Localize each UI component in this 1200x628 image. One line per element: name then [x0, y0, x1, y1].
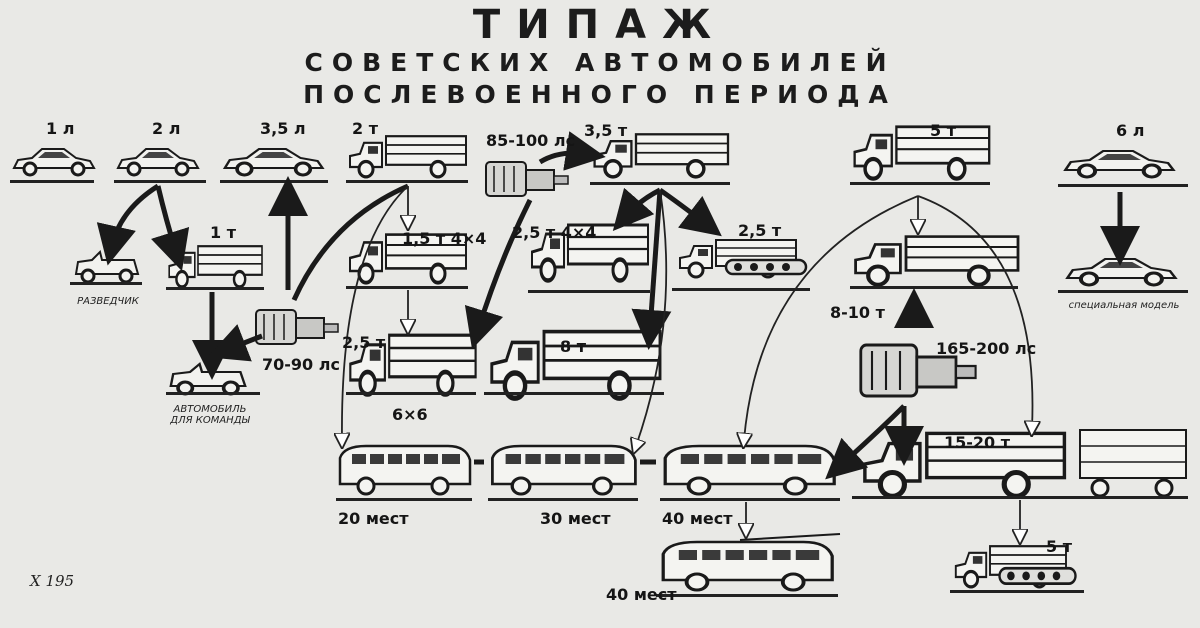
ground-line: [850, 182, 990, 185]
label-trolleybus-40: 40 мест: [606, 585, 677, 604]
title-main: ТИПАЖ: [472, 2, 728, 48]
note-command-car-line2: ДЛЯ КОМАНДЫ: [170, 415, 250, 426]
engine-70-90: [255, 309, 339, 345]
ground-line: [528, 290, 650, 293]
label-halftrack-5t: 5 т: [1046, 537, 1073, 556]
ground-line: [166, 392, 260, 395]
label-truck-1-5t-4x4: 1,5 т 4×4: [402, 229, 486, 248]
label-truck-1t: 1 т: [210, 223, 237, 242]
note-scout: РАЗВЕДЧИК: [77, 296, 139, 307]
ground-line: [1058, 184, 1188, 187]
label-truck-2t: 2 т: [352, 119, 379, 138]
label-engine-165-200: 165-200 лс: [936, 339, 1036, 358]
label-truck-3-5t: 3,5 т: [584, 121, 628, 140]
truck-3-5t: [592, 132, 730, 179]
ground-line: [10, 180, 94, 183]
car-special-model: [1067, 259, 1175, 285]
ground-line: [114, 180, 206, 183]
ground-line: [660, 498, 840, 501]
corner-mark: Х 195: [30, 572, 75, 590]
ground-line: [220, 180, 328, 183]
truck-5t: [855, 127, 990, 179]
truck-1t: [167, 244, 264, 289]
label-bus-30: 30 мест: [540, 509, 611, 528]
trolleybus-40: [661, 540, 835, 592]
truck-2t: [348, 134, 468, 179]
label-car-1l: 1 л: [46, 119, 74, 138]
jeep-scout: [74, 250, 140, 284]
ground-line: [346, 286, 468, 289]
label-car-3-5l: 3,5 л: [260, 119, 306, 138]
ground-line: [590, 182, 730, 185]
ground-line: [950, 590, 1084, 593]
ground-line: [336, 498, 472, 501]
note-command-car-line1: АВТОМОБИЛЬ: [173, 404, 247, 415]
bus-30: [490, 444, 638, 496]
label-halftrack-2-5t: 2,5 т: [738, 221, 782, 240]
label-car-2l: 2 л: [152, 119, 180, 138]
label-bus-20: 20 мест: [338, 509, 409, 528]
truck-8-10t: [856, 237, 1018, 285]
label-6x6: 6×6: [392, 405, 428, 424]
halftrack-2-5t: [678, 238, 808, 279]
label-tractor-8t: 8 т: [560, 337, 587, 356]
car-2l: [116, 147, 200, 177]
engine-85-100: [485, 161, 569, 197]
label-bus-40: 40 мест: [662, 509, 733, 528]
bus-40: [663, 444, 837, 496]
label-truck-15-20t: 15-20 т: [944, 433, 1011, 452]
connector-arrows: [96, 131, 1140, 480]
bus-20: [338, 444, 472, 496]
ground-line: [346, 392, 476, 395]
ground-line: [488, 498, 638, 501]
ground-line: [346, 180, 468, 183]
ground-line: [484, 392, 664, 395]
label-truck-5t: 5 т: [930, 121, 957, 140]
car-6l: [1065, 151, 1173, 177]
label-car-6l: 6 л: [1116, 121, 1144, 140]
ground-line: [656, 594, 838, 597]
title-subline-1: СОВЕТСКИХ АВТОМОБИЛЕЙ: [304, 48, 896, 77]
label-truck-8-10t: 8-10 т: [830, 303, 886, 322]
ground-line: [70, 282, 142, 285]
ground-line: [166, 287, 264, 290]
label-engine-85-100: 85-100 лс: [486, 131, 575, 150]
label-truck-2-5t-4x4: 2,5 т 4×4: [512, 223, 596, 242]
note-special-model: специальная модель: [1068, 300, 1180, 311]
label-truck-2-5t-6x6: 2,5 т: [342, 333, 386, 352]
title-subline-2: ПОСЛЕВОЕННОГО ПЕРИОДА: [303, 80, 897, 109]
ground-line: [850, 286, 1018, 289]
trolley-pole: [739, 533, 841, 541]
connector-arrows-light: [342, 185, 1033, 536]
car-3-5l: [223, 147, 325, 177]
label-engine-70-90: 70-90 лс: [262, 355, 340, 374]
jeep-command: [169, 362, 247, 396]
road-train-15-20t: [865, 429, 1187, 496]
ground-line: [1058, 290, 1188, 293]
car-1l: [12, 147, 96, 177]
ground-line: [852, 496, 1188, 499]
ground-line: [672, 288, 810, 291]
